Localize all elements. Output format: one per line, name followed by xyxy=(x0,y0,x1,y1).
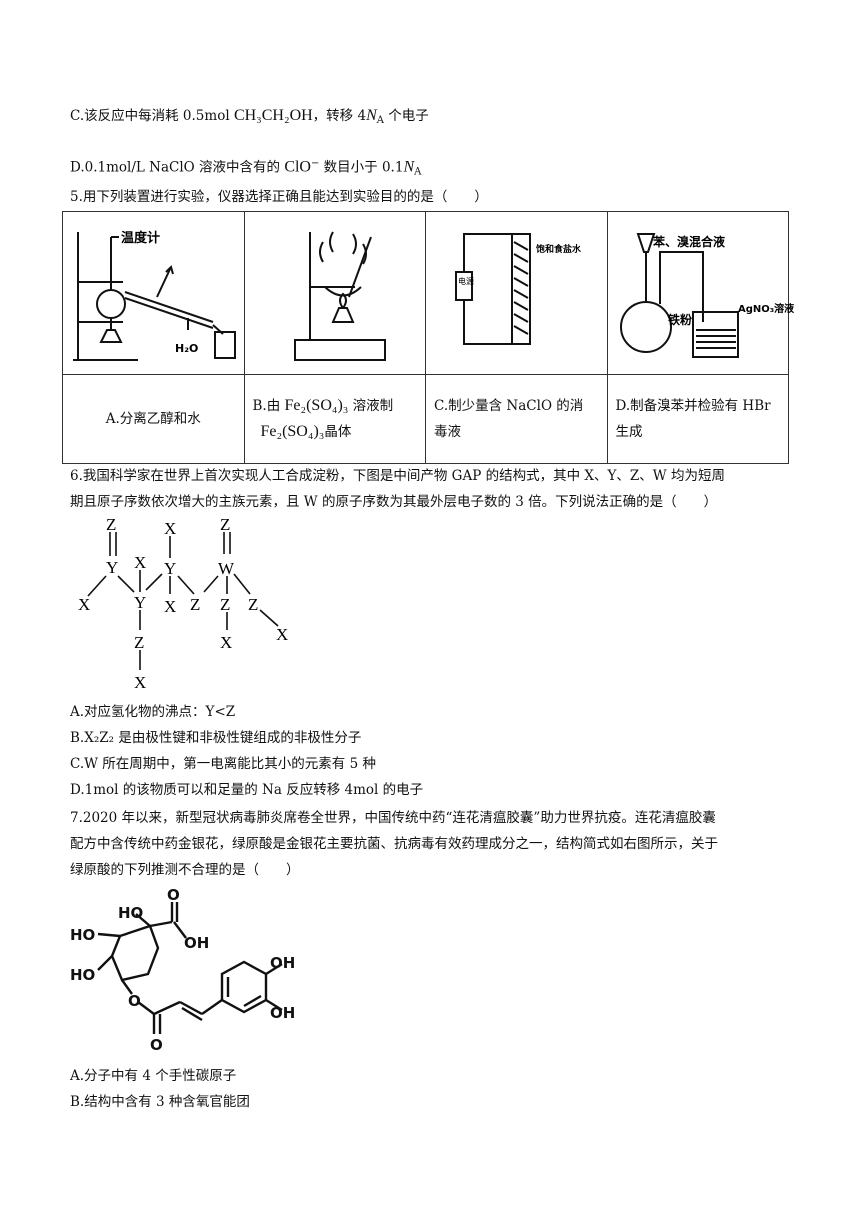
apparatus-b-cell xyxy=(243,211,426,375)
apparatus-a-cell: 温度计 H₂O xyxy=(62,211,245,375)
svg-text:X: X xyxy=(164,597,176,616)
svg-text:Z: Z xyxy=(134,633,144,652)
q4-option-c: C.该反应中每消耗 0.5mol CH₃CH₂OH，转移 4NA 个电子 xyxy=(70,107,429,126)
svg-text:Z: Z xyxy=(106,515,116,534)
water-label: H₂O xyxy=(175,342,198,355)
svg-text:HO: HO xyxy=(70,926,95,944)
svg-text:X: X xyxy=(78,595,90,614)
power-label: 电源 xyxy=(458,276,474,286)
bromobenzene-apparatus-image: 苯、溴混合液 铁粉 AgNO₃溶液 xyxy=(619,233,794,358)
svg-text:Z: Z xyxy=(190,595,200,614)
svg-text:Z: Z xyxy=(220,515,230,534)
q5-stem: 5.用下列装置进行实验，仪器选择正确且能达到实验目的的是（ ） xyxy=(70,189,488,205)
q7-option-a: A.分子中有 4 个手性碳原子 xyxy=(70,1068,237,1084)
svg-text:HO: HO xyxy=(70,966,95,984)
q4-option-d: D.0.1mol/L NaClO 溶液中含有的 ClO− 数目小于 0.1NA xyxy=(70,158,422,178)
svg-text:X: X xyxy=(134,553,146,572)
q5-option-b: B.由 Fe₂(SO₄)₃ 溶液制 Fe₂(SO₄)₃晶体 xyxy=(243,374,426,464)
thermometer-label: 温度计 xyxy=(121,230,160,246)
electrolysis-apparatus-image: 电源 饱和食盐水 xyxy=(455,233,582,345)
iron-powder-label: 铁粉 xyxy=(668,312,692,327)
svg-text:O: O xyxy=(128,992,141,1010)
svg-text:Y: Y xyxy=(134,593,146,612)
q5-option-d: D.制备溴苯并检验有 HBr 生成 xyxy=(606,374,789,464)
svg-text:W: W xyxy=(218,559,235,578)
mixture-label: 苯、溴混合液 xyxy=(652,234,725,249)
q7-stem-line2: 配方中含传统中药金银花，绿原酸是金银花主要抗菌、抗病毒有效药理成分之一，结构简式… xyxy=(70,836,718,852)
q6-option-a: A.对应氢化物的沸点：Y<Z xyxy=(70,704,236,720)
q6-option-d: D.1mol 的该物质可以和足量的 Na 反应转移 4mol 的电子 xyxy=(70,782,424,798)
svg-text:O: O xyxy=(167,886,180,904)
svg-text:X: X xyxy=(220,633,232,652)
svg-text:Z: Z xyxy=(220,595,230,614)
evaporation-apparatus-image xyxy=(293,231,386,361)
q5-option-c: C.制少量含 NaClO 的消 毒液 xyxy=(425,374,608,464)
q6-option-c: C.W 所在周期中，第一电离能比其小的元素有 5 种 xyxy=(70,756,376,772)
svg-text:X: X xyxy=(164,519,176,538)
q7-stem-line1: 7.2020 年以来，新型冠状病毒肺炎席卷全世界，中国传统中药“连花清瘟胶囊”助… xyxy=(70,810,716,826)
q5-apparatus-table: 温度计 H₂O xyxy=(62,211,794,464)
brine-label: 饱和食盐水 xyxy=(536,243,582,255)
q6-stem-line1: 6.我国科学家在世界上首次实现人工合成淀粉，下图是中间产物 GAP 的结构式，其… xyxy=(70,468,725,484)
q6-option-b: B.X₂Z₂ 是由极性键和非极性键组成的非极性分子 xyxy=(70,730,362,746)
svg-text:O: O xyxy=(150,1036,163,1054)
silver-nitrate-label: AgNO₃溶液 xyxy=(738,302,794,315)
svg-text:OH: OH xyxy=(270,1004,295,1022)
svg-text:OH: OH xyxy=(184,934,209,952)
q7-option-b: B.结构中含有 3 种含氧官能团 xyxy=(70,1094,250,1110)
q6-stem-line2: 期且原子序数依次增大的主族元素，且 W 的原子序数为其最外层电子数的 3 倍。下… xyxy=(70,494,718,510)
svg-text:X: X xyxy=(134,673,146,692)
svg-text:Z: Z xyxy=(248,595,258,614)
ethanol-formula: CH₃CH₂OH xyxy=(233,107,313,124)
svg-text:HO: HO xyxy=(118,904,143,922)
q7-stem-line3: 绿原酸的下列推测不合理的是（ ） xyxy=(70,862,300,878)
q5-option-a: A.分离乙醇和水 xyxy=(62,374,245,464)
distillation-apparatus-image: 温度计 H₂O xyxy=(73,230,236,361)
gap-structural-formula: Z Y X X Y Z X X Y X Z Z W Z X Z X xyxy=(78,515,288,692)
svg-text:Y: Y xyxy=(164,559,176,578)
svg-text:Y: Y xyxy=(106,558,118,577)
apparatus-d-cell: 苯、溴混合液 铁粉 AgNO₃溶液 xyxy=(606,211,794,375)
svg-text:X: X xyxy=(276,625,288,644)
chlorogenic-acid-structure: HO HO HO O OH O O OH OH xyxy=(70,886,295,1054)
svg-text:OH: OH xyxy=(270,954,295,972)
apparatus-c-cell: 电源 饱和食盐水 xyxy=(425,211,608,375)
